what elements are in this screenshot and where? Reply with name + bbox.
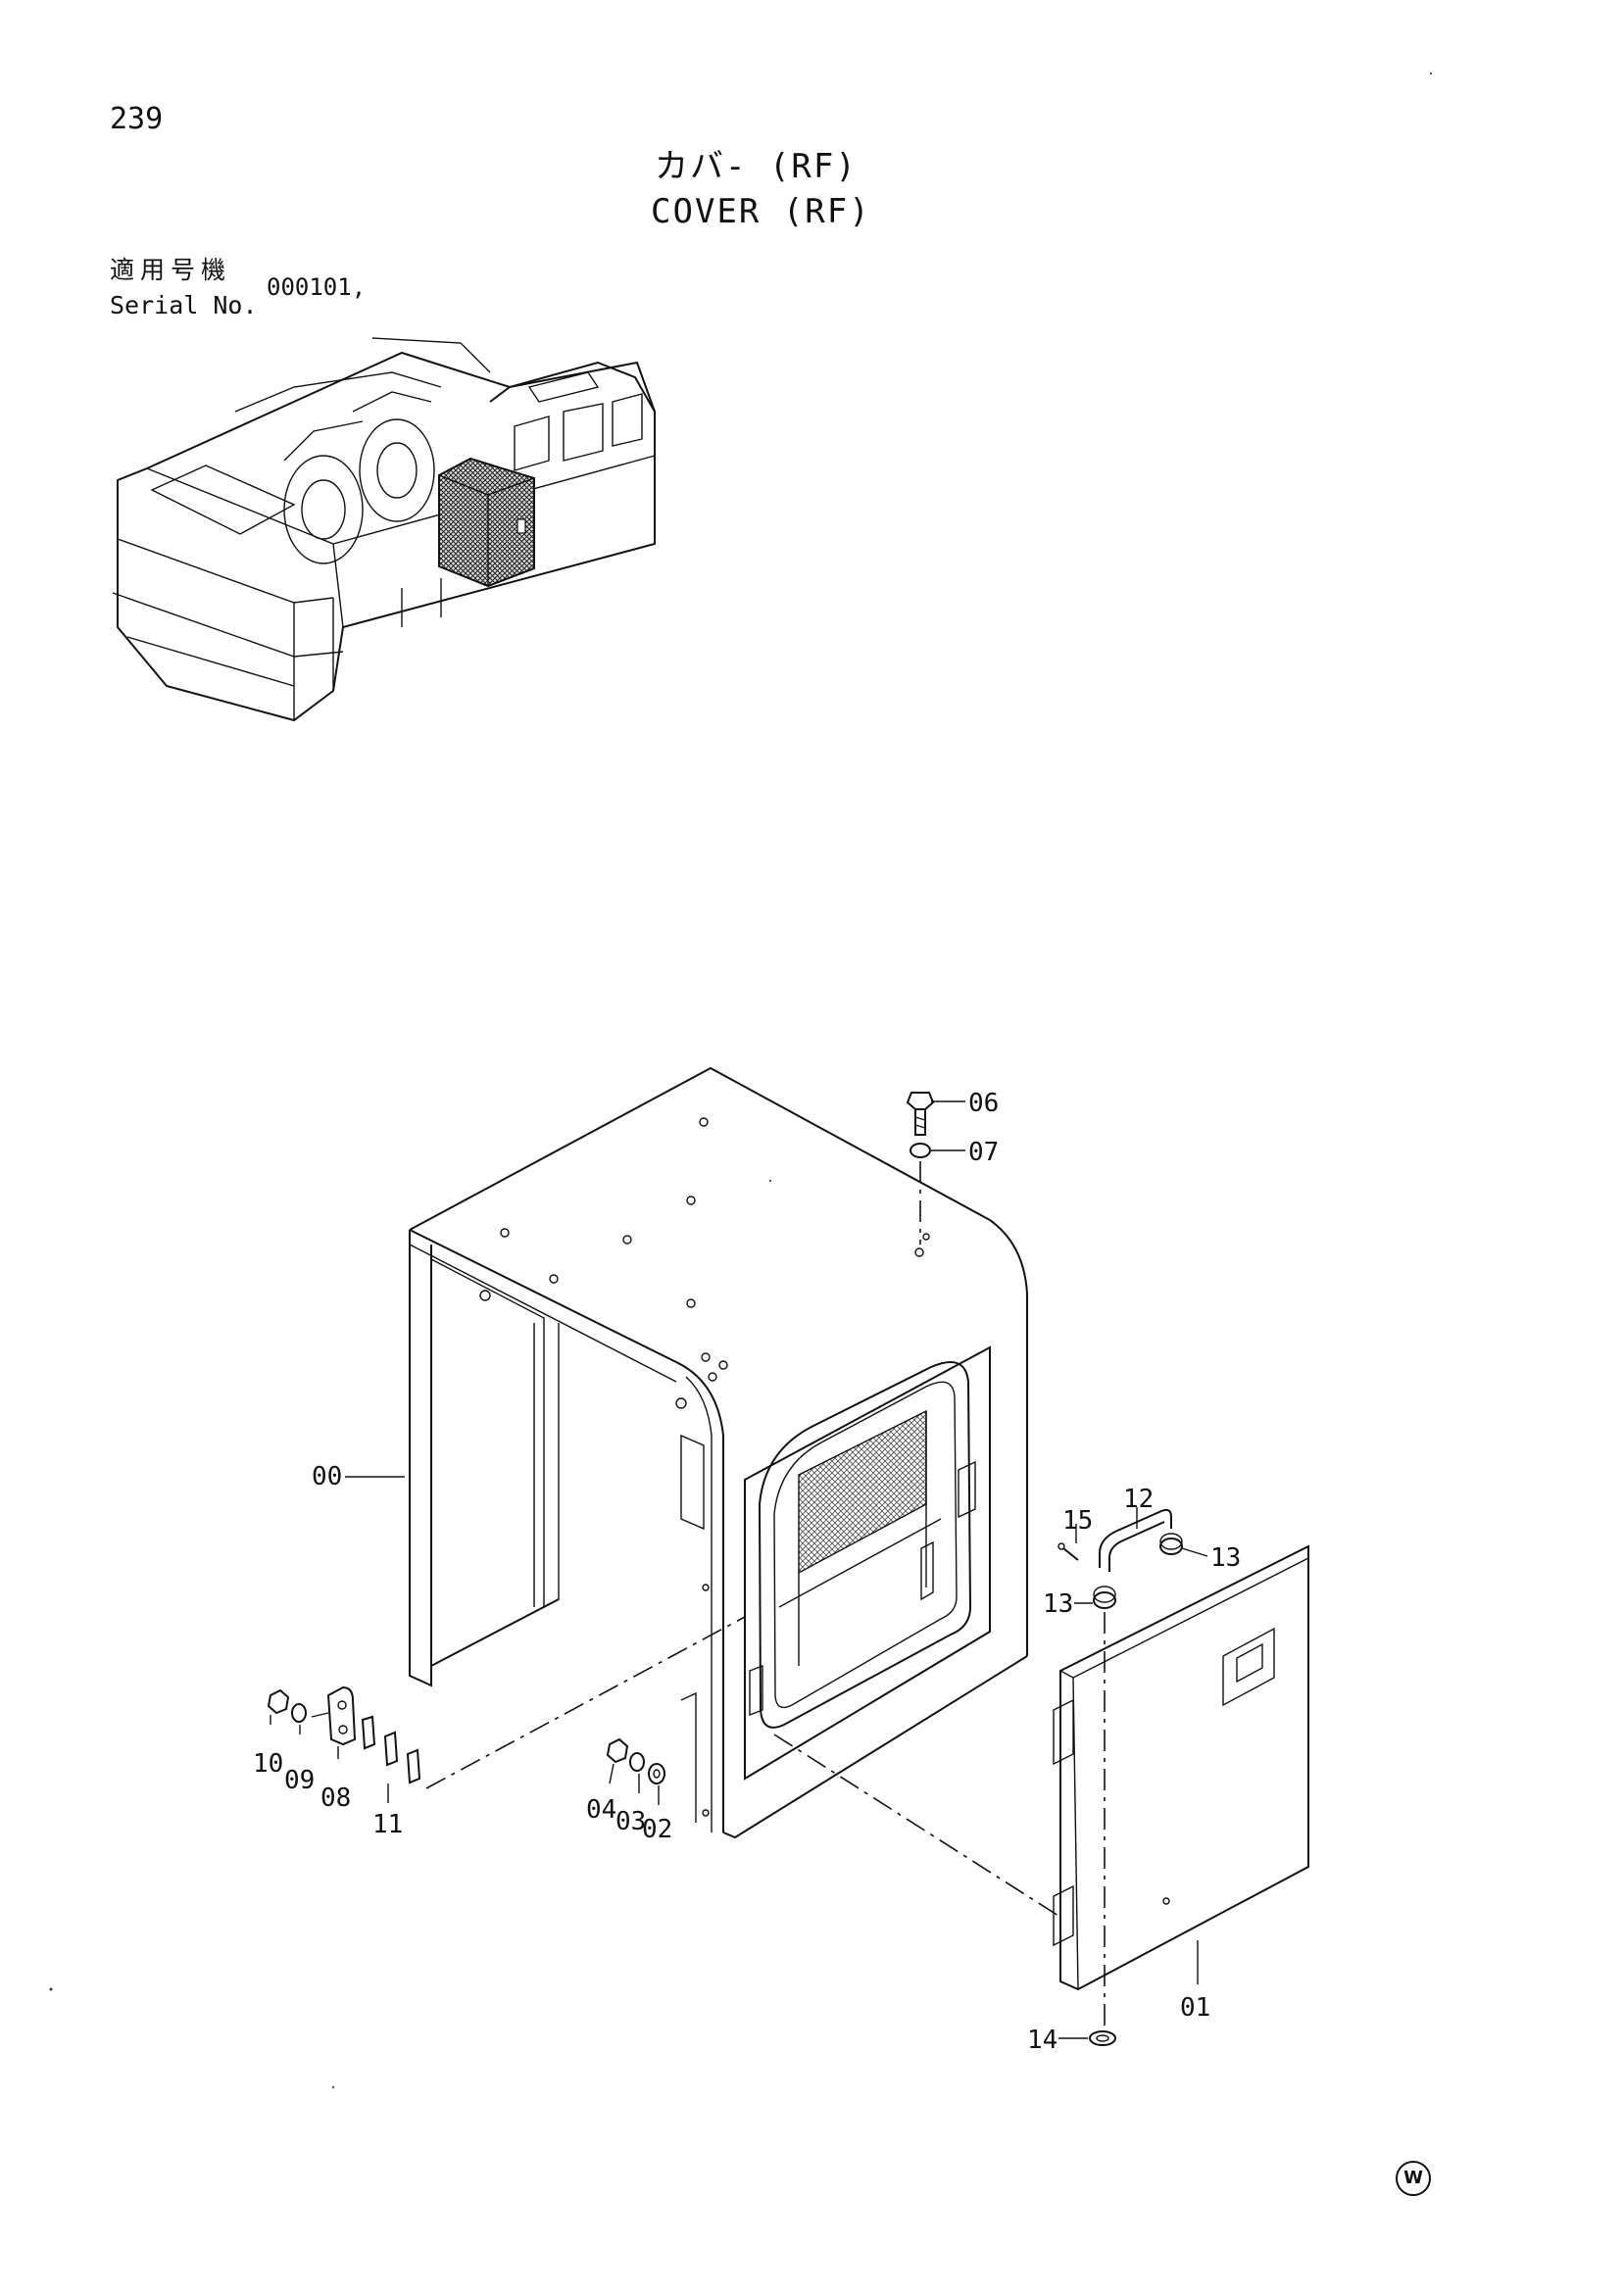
shim-icon [383, 1731, 399, 1767]
bolt-icon [906, 1092, 935, 1110]
part-label-10: 10 [253, 1749, 283, 1779]
part-label-08: 08 [320, 1783, 351, 1813]
machine-body-outline [117, 351, 656, 722]
nut-icon [267, 1688, 290, 1715]
washer-icon [1089, 2030, 1116, 2046]
bracket-icon [326, 1685, 357, 1746]
washer-icon [629, 1752, 645, 1772]
washer-icon [291, 1703, 307, 1723]
page-number: 239 [110, 102, 164, 136]
page-title-japanese: カバ- (RF) [655, 147, 858, 186]
part-label-02: 02 [642, 1815, 672, 1844]
highlighted-cover-location [438, 457, 535, 588]
part-label-13-right: 13 [1210, 1543, 1241, 1573]
serial-label-english: Serial No. [110, 291, 258, 319]
part-label-04: 04 [586, 1795, 616, 1825]
filter-mesh [798, 1409, 927, 1575]
part-label-03: 03 [615, 1807, 646, 1836]
shim-icon [361, 1715, 376, 1750]
serial-number-value: 000101, [267, 273, 367, 301]
machine-overview-illustration [112, 337, 656, 722]
access-door [1053, 1544, 1309, 1991]
part-label-14: 14 [1027, 2026, 1057, 2055]
part-label-15: 15 [1062, 1506, 1093, 1536]
part-label-07: 07 [968, 1138, 999, 1167]
leader-lines [270, 1100, 1208, 2039]
brand-mark-icon: W [1396, 2161, 1431, 2196]
serial-label-japanese: 適用号機 [110, 256, 232, 284]
bushing-icon [1093, 1591, 1116, 1609]
part-label-13-left: 13 [1043, 1589, 1073, 1619]
part-label-01: 01 [1180, 1993, 1210, 2023]
nut-icon [606, 1737, 629, 1764]
bushing-icon [1159, 1538, 1183, 1555]
part-label-09: 09 [284, 1766, 315, 1795]
cover-housing [409, 1066, 1028, 1839]
part-label-12: 12 [1123, 1485, 1154, 1514]
pin-icon [1062, 1547, 1079, 1561]
spring-washer-icon [910, 1143, 931, 1158]
part-labels: 00 01 02 03 04 06 07 08 09 10 11 12 13 1… [253, 1089, 1241, 2055]
part-label-00: 00 [312, 1462, 342, 1491]
hardware-parts [267, 1092, 1183, 2046]
page-title-english: COVER (RF) [651, 192, 871, 231]
part-label-11: 11 [372, 1810, 403, 1839]
part-label-06: 06 [968, 1089, 999, 1118]
washer-icon [648, 1763, 665, 1784]
rod-icon [1099, 1508, 1172, 1568]
shim-icon [406, 1748, 421, 1784]
